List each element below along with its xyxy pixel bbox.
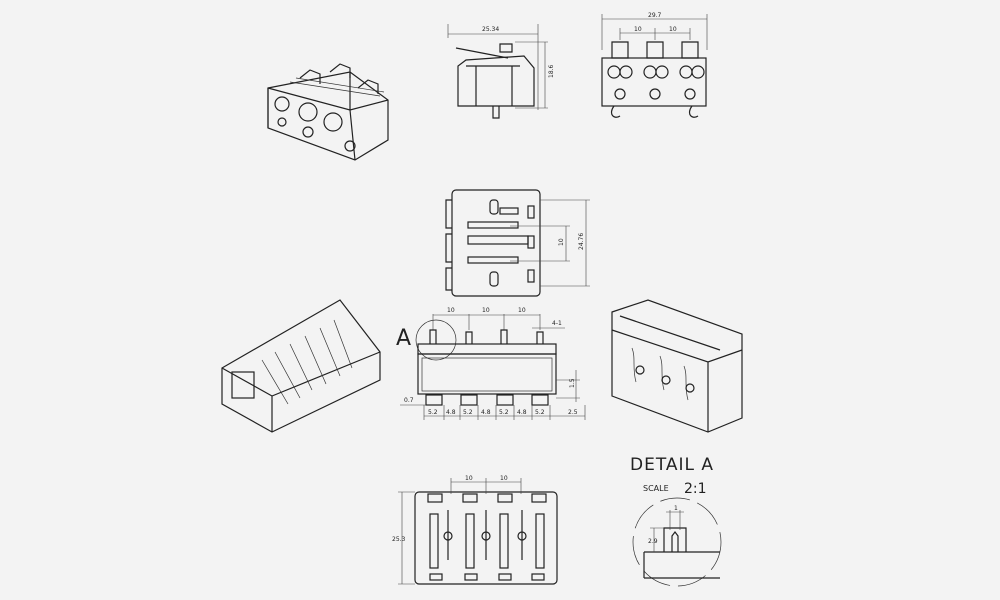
bottom-dim-2: 4.8 — [446, 409, 456, 416]
front-pitch-1: 10 — [634, 26, 642, 33]
bottom-dim-1: 5.2 — [428, 409, 438, 416]
bottom-dim-4: 4.8 — [481, 409, 491, 416]
front-view: 29.7 10 10 — [601, 12, 708, 118]
detail-width-dim: 1 — [674, 505, 678, 512]
side-view: 25.34 18.6 — [447, 24, 555, 119]
section-view: A 10 10 10 4-1 1.5 0.7 5.2 4.8 5.2 4.8 5… — [396, 307, 586, 420]
detail-scale-value: 2:1 — [684, 481, 707, 497]
pin-count-dim: 4-1 — [552, 320, 562, 327]
detail-scale-label: SCALE — [643, 484, 669, 493]
isometric-view-top — [267, 63, 389, 161]
detail-height-dim: 2.9 — [648, 538, 658, 545]
section-height-dim: 1.5 — [569, 378, 576, 388]
section-pitch-3: 10 — [518, 307, 526, 314]
detail-a-view: DETAIL A SCALE 2:1 1 2.9 — [630, 455, 722, 587]
detail-a-marker: A — [396, 326, 412, 351]
bottom-contacts — [425, 394, 549, 406]
bottom-height-dim: 25.3 — [392, 536, 406, 543]
bottom-pitch-2: 10 — [500, 475, 508, 482]
section-pitch-1: 10 — [447, 307, 455, 314]
top-height-dim: 24.76 — [578, 233, 585, 250]
front-pitch-2: 10 — [669, 26, 677, 33]
section-pitch-2: 10 — [482, 307, 490, 314]
bottom-dim-7: 5.2 — [535, 409, 545, 416]
bottom-dim-6: 4.8 — [517, 409, 527, 416]
front-width-dim: 29.7 — [648, 12, 662, 19]
isometric-view-left — [221, 299, 381, 433]
side-width-dim: 25.34 — [482, 26, 499, 33]
bottom-dim-3: 5.2 — [463, 409, 473, 416]
detail-title: DETAIL A — [630, 455, 714, 475]
bottom-dim-5: 5.2 — [499, 409, 509, 416]
top-pitch-dim: 10 — [558, 238, 565, 246]
side-height-dim: 18.6 — [548, 64, 555, 78]
bottom-pitch-1: 10 — [465, 475, 473, 482]
offset-dim: 0.7 — [404, 397, 414, 404]
bottom-view: 25.3 10 10 — [392, 475, 558, 585]
isometric-view-right — [611, 299, 743, 433]
edge-dim: 2.5 — [568, 409, 578, 416]
top-view: 10 24.76 — [445, 189, 590, 297]
